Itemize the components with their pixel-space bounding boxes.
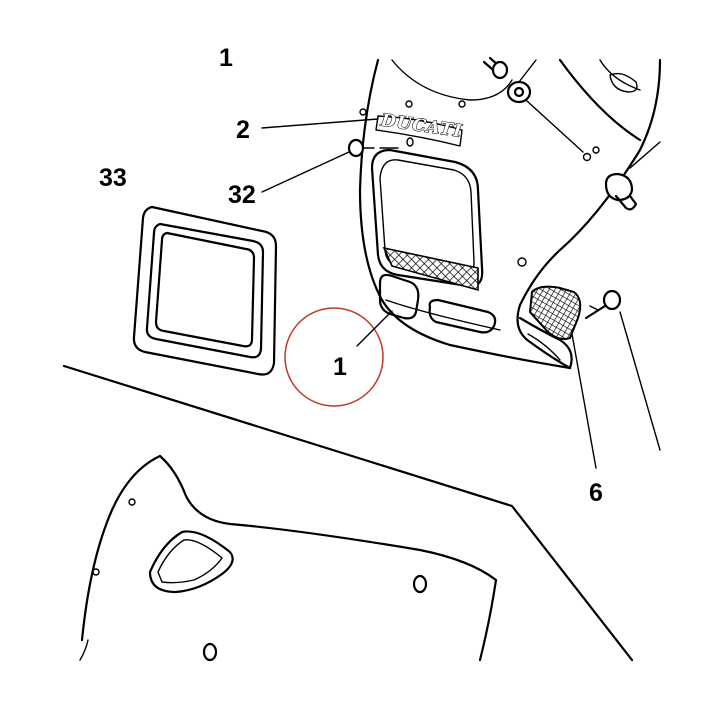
callout-6: 6 <box>589 479 603 507</box>
leader-1 <box>356 310 393 347</box>
partial-label-top: 1 <box>219 44 233 72</box>
callout-33: 33 <box>99 164 127 192</box>
screw-32 <box>347 137 414 158</box>
screw-6 <box>584 289 661 451</box>
fastener-top <box>482 56 584 153</box>
ducati-logo: DUCATI <box>375 110 464 147</box>
leader-6 <box>571 333 597 469</box>
leader-2 <box>261 118 379 129</box>
front-fairing: DUCATI <box>358 58 662 370</box>
highlight-circle <box>284 307 384 407</box>
gasket-33 <box>132 205 278 376</box>
leader-32 <box>261 151 350 193</box>
callout-2: 2 <box>236 116 250 144</box>
callout-32: 32 <box>228 181 256 209</box>
leader-lines <box>261 118 597 469</box>
side-fairing-panel <box>62 364 634 662</box>
callout-1: 1 <box>333 353 347 381</box>
nut-right <box>604 141 661 211</box>
